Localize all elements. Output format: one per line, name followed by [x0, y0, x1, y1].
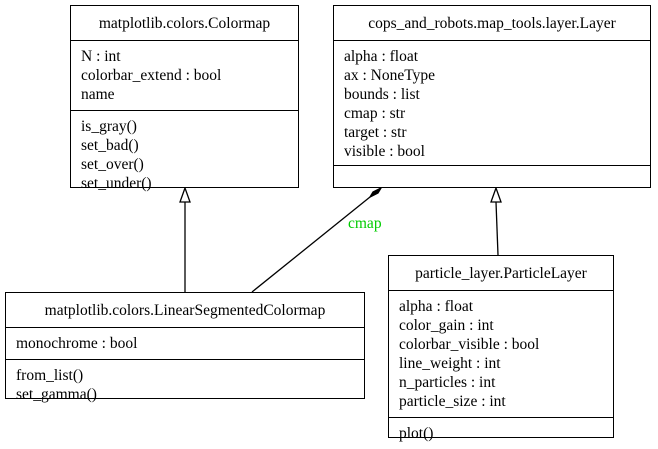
- methods-section: [334, 165, 650, 178]
- method: plot(): [399, 425, 434, 442]
- attribute: target : str: [344, 124, 407, 141]
- class-title-colormap: matplotlib.colors.Colormap: [71, 6, 298, 40]
- composition-label: cmap: [348, 215, 382, 232]
- attribute: colorbar_visible : bool: [399, 336, 540, 353]
- class-box-linear-segmented-colormap: matplotlib.colors.LinearSegmentedColorma…: [5, 292, 365, 403]
- class-box-layer: cops_and_robots.map_tools.layer.Layer al…: [333, 5, 651, 188]
- attributes-section: alpha : float color_gain : int colorbar_…: [389, 290, 613, 417]
- method: from_list(): [16, 367, 84, 384]
- method: set_bad(): [81, 137, 139, 154]
- attribute: colorbar_extend : bool: [81, 67, 222, 84]
- attribute: line_weight : int: [399, 355, 501, 372]
- inheritance-arrowhead-layer: [490, 186, 502, 203]
- composition-diamond-cmap: [368, 186, 383, 199]
- inheritance-edge-particle-to-layer: [495, 201, 499, 256]
- class-name: cops_and_robots.map_tools.layer.Layer: [368, 15, 616, 32]
- method: set_under(): [81, 175, 152, 192]
- attributes-section: alpha : float ax : NoneType bounds : lis…: [334, 40, 650, 165]
- inheritance-arrowhead-colormap: [179, 186, 191, 203]
- method: is_gray(): [81, 118, 137, 135]
- attribute: bounds : list: [344, 86, 420, 103]
- attribute: visible : bool: [344, 143, 425, 160]
- class-title-layer: cops_and_robots.map_tools.layer.Layer: [334, 6, 650, 40]
- attribute: cmap : str: [344, 105, 406, 122]
- class-name: matplotlib.colors.Colormap: [98, 15, 271, 32]
- class-name: matplotlib.colors.LinearSegmentedColorma…: [44, 302, 326, 319]
- class-title-particle-layer: particle_layer.ParticleLayer: [389, 256, 613, 290]
- class-box-colormap: matplotlib.colors.Colormap N : int color…: [70, 5, 299, 192]
- composition-edge-cmap: [251, 196, 371, 293]
- attribute: n_particles : int: [399, 374, 496, 391]
- attribute: ax : NoneType: [344, 67, 436, 84]
- methods-section: is_gray() set_bad() set_over() set_under…: [71, 110, 298, 199]
- attribute: N : int: [81, 48, 121, 65]
- attribute: color_gain : int: [399, 317, 494, 334]
- methods-section: plot(): [389, 417, 613, 449]
- class-title-linear-segmented-colormap: matplotlib.colors.LinearSegmentedColorma…: [6, 293, 364, 327]
- attribute: alpha : float: [399, 298, 474, 315]
- attribute: monochrome : bool: [16, 335, 138, 352]
- attribute: particle_size : int: [399, 393, 506, 410]
- attribute: name: [81, 86, 115, 103]
- class-box-particle-layer: particle_layer.ParticleLayer alpha : flo…: [388, 255, 614, 442]
- method: set_over(): [81, 156, 144, 173]
- attributes-section: monochrome : bool: [6, 327, 364, 359]
- methods-section: from_list() set_gamma(): [6, 359, 364, 410]
- class-name: particle_layer.ParticleLayer: [415, 265, 587, 282]
- attributes-section: N : int colorbar_extend : bool name: [71, 40, 298, 110]
- method: set_gamma(): [16, 386, 97, 403]
- attribute: alpha : float: [344, 48, 419, 65]
